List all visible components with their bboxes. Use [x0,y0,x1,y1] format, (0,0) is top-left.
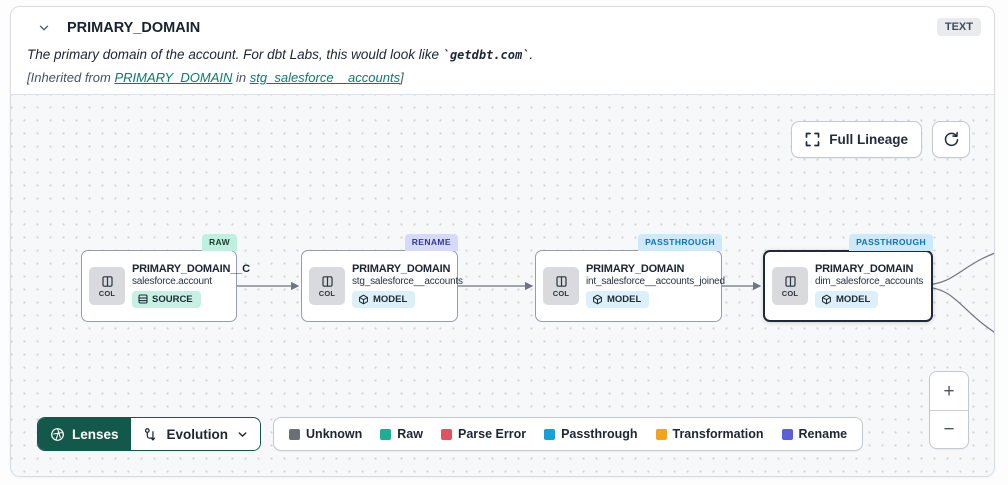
column-description: The primary domain of the account. For d… [27,47,978,62]
lineage-node-dim-selected[interactable]: PASSTHROUGH COL PRIMARY_DOMAIN dim_sales… [763,234,933,322]
node-body: PRIMARY_DOMAIN dim_salesforce_accounts M… [815,263,923,310]
legend-label: Passthrough [561,427,638,441]
resource-type-label: SOURCE [152,293,193,305]
column-chip: COL [89,267,125,305]
evolution-badge: PASSTHROUGH [849,234,933,251]
node-body: PRIMARY_DOMAIN int_salesforce__accounts_… [586,262,725,310]
legend-label: Unknown [306,427,363,441]
column-chip: COL [309,267,345,305]
resource-type-chip: MODEL [586,290,650,308]
column-lineage-panel: PRIMARY_DOMAIN TEXT The primary domain o… [10,6,995,477]
resource-type-label: MODEL [373,293,408,305]
lenses-button[interactable]: Lenses [38,418,131,450]
node-column-name: PRIMARY_DOMAIN__C [132,262,250,275]
legend-swatch [544,428,556,440]
legend-swatch [289,428,301,440]
legend-label: Transformation [672,427,764,441]
refresh-icon [943,131,960,148]
legend-item: Raw [380,427,423,441]
description-text: The primary domain of the account. For d… [27,47,443,62]
chevron-down-icon [237,429,248,440]
legend-label: Rename [798,427,848,441]
node-model-name: salesforce.account [132,275,212,287]
column-header: PRIMARY_DOMAIN TEXT The primary domain o… [11,7,994,95]
legend-item: Parse Error [440,427,527,441]
resource-type-chip: MODEL [352,290,416,308]
evolution-badge: PASSTHROUGH [638,234,722,251]
zoom-controls: + − [929,371,969,449]
legend-swatch [655,428,667,440]
column-chip: COL [772,267,808,305]
legend-swatch [440,428,452,440]
chevron-down-icon[interactable] [38,22,50,34]
database-icon [138,294,148,304]
legend-item: Transformation [655,427,764,441]
node-body: PRIMARY_DOMAIN__C salesforce.account SOU… [132,262,250,310]
zoom-in-button[interactable]: + [930,372,968,410]
full-lineage-label: Full Lineage [829,132,908,147]
route-icon [143,427,158,442]
lens-selector: Lenses Evolution [37,417,262,451]
inherited-prefix: [Inherited from [27,70,115,85]
node-column-name: PRIMARY_DOMAIN [586,262,685,275]
lens-dropdown[interactable]: Evolution [130,418,261,450]
aperture-icon [50,427,65,442]
inherited-note: [Inherited from PRIMARY_DOMAIN in stg_sa… [27,70,978,85]
node-column-name: PRIMARY_DOMAIN [815,262,914,275]
inherited-model-link[interactable]: stg_salesforce__accounts [249,70,401,85]
legend-label: Parse Error [457,427,527,441]
inherited-middle: in [232,70,250,85]
legend-item: Rename [781,427,848,441]
evolution-legend: Unknown Raw Parse Error Passthrough Tran… [273,417,864,451]
resource-type-label: MODEL [607,293,642,305]
node-body: PRIMARY_DOMAIN stg_salesforce__accounts … [352,262,463,310]
node-model-name: stg_salesforce__accounts [352,275,463,287]
evolution-badge: RENAME [404,234,458,251]
cube-icon [592,294,603,305]
lenses-label: Lenses [72,426,119,442]
legend-item: Unknown [289,427,362,441]
col-label: COL [781,288,799,298]
legend-swatch [380,428,392,440]
col-label: COL [98,288,116,298]
lineage-node-intermediate[interactable]: PASSTHROUGH COL PRIMARY_DOMAIN int_sales… [535,234,725,322]
column-title: PRIMARY_DOMAIN [67,20,201,36]
col-label: COL [318,288,336,298]
legend-swatch [781,428,793,440]
title-row: PRIMARY_DOMAIN TEXT [27,16,981,40]
lineage-node-staging[interactable]: RENAME COL PRIMARY_DOMAIN stg_salesforce… [301,234,463,322]
columns-icon [101,275,114,288]
resource-type-label: MODEL [836,293,871,305]
inherited-suffix: ] [400,70,404,85]
inherited-column-link[interactable]: PRIMARY_DOMAIN [114,70,233,85]
refresh-button[interactable] [932,121,970,158]
cube-icon [821,294,832,305]
column-type-badge: TEXT [936,18,981,36]
resource-type-chip: SOURCE [132,290,201,308]
expand-icon [805,132,820,147]
col-label: COL [552,288,570,298]
lens-controls: Lenses Evolution Unknown [37,417,864,451]
canvas-toolbar: Full Lineage [791,121,970,158]
cube-icon [358,294,369,305]
description-period: . [529,47,534,62]
selected-lens-label: Evolution [166,426,229,442]
resource-type-chip: MODEL [815,290,879,308]
legend-label: Raw [397,427,423,441]
lineage-canvas[interactable]: Full Lineage RAW COL PRIMARY_DOMAIN__C s… [11,95,994,476]
node-model-name: dim_salesforce_accounts [815,275,924,287]
legend-item: Passthrough [544,427,638,441]
column-chip: COL [543,267,579,305]
zoom-out-button[interactable]: − [930,410,968,448]
columns-icon [784,275,797,288]
evolution-badge: RAW [201,234,237,251]
lineage-node-source[interactable]: RAW COL PRIMARY_DOMAIN__C salesforce.acc… [81,234,250,322]
node-model-name: int_salesforce__accounts_joined [586,275,725,287]
columns-icon [321,275,334,288]
full-lineage-button[interactable]: Full Lineage [791,121,922,158]
node-column-name: PRIMARY_DOMAIN [352,262,451,275]
inline-code: `getdbt.com` [442,48,530,62]
columns-icon [555,275,568,288]
